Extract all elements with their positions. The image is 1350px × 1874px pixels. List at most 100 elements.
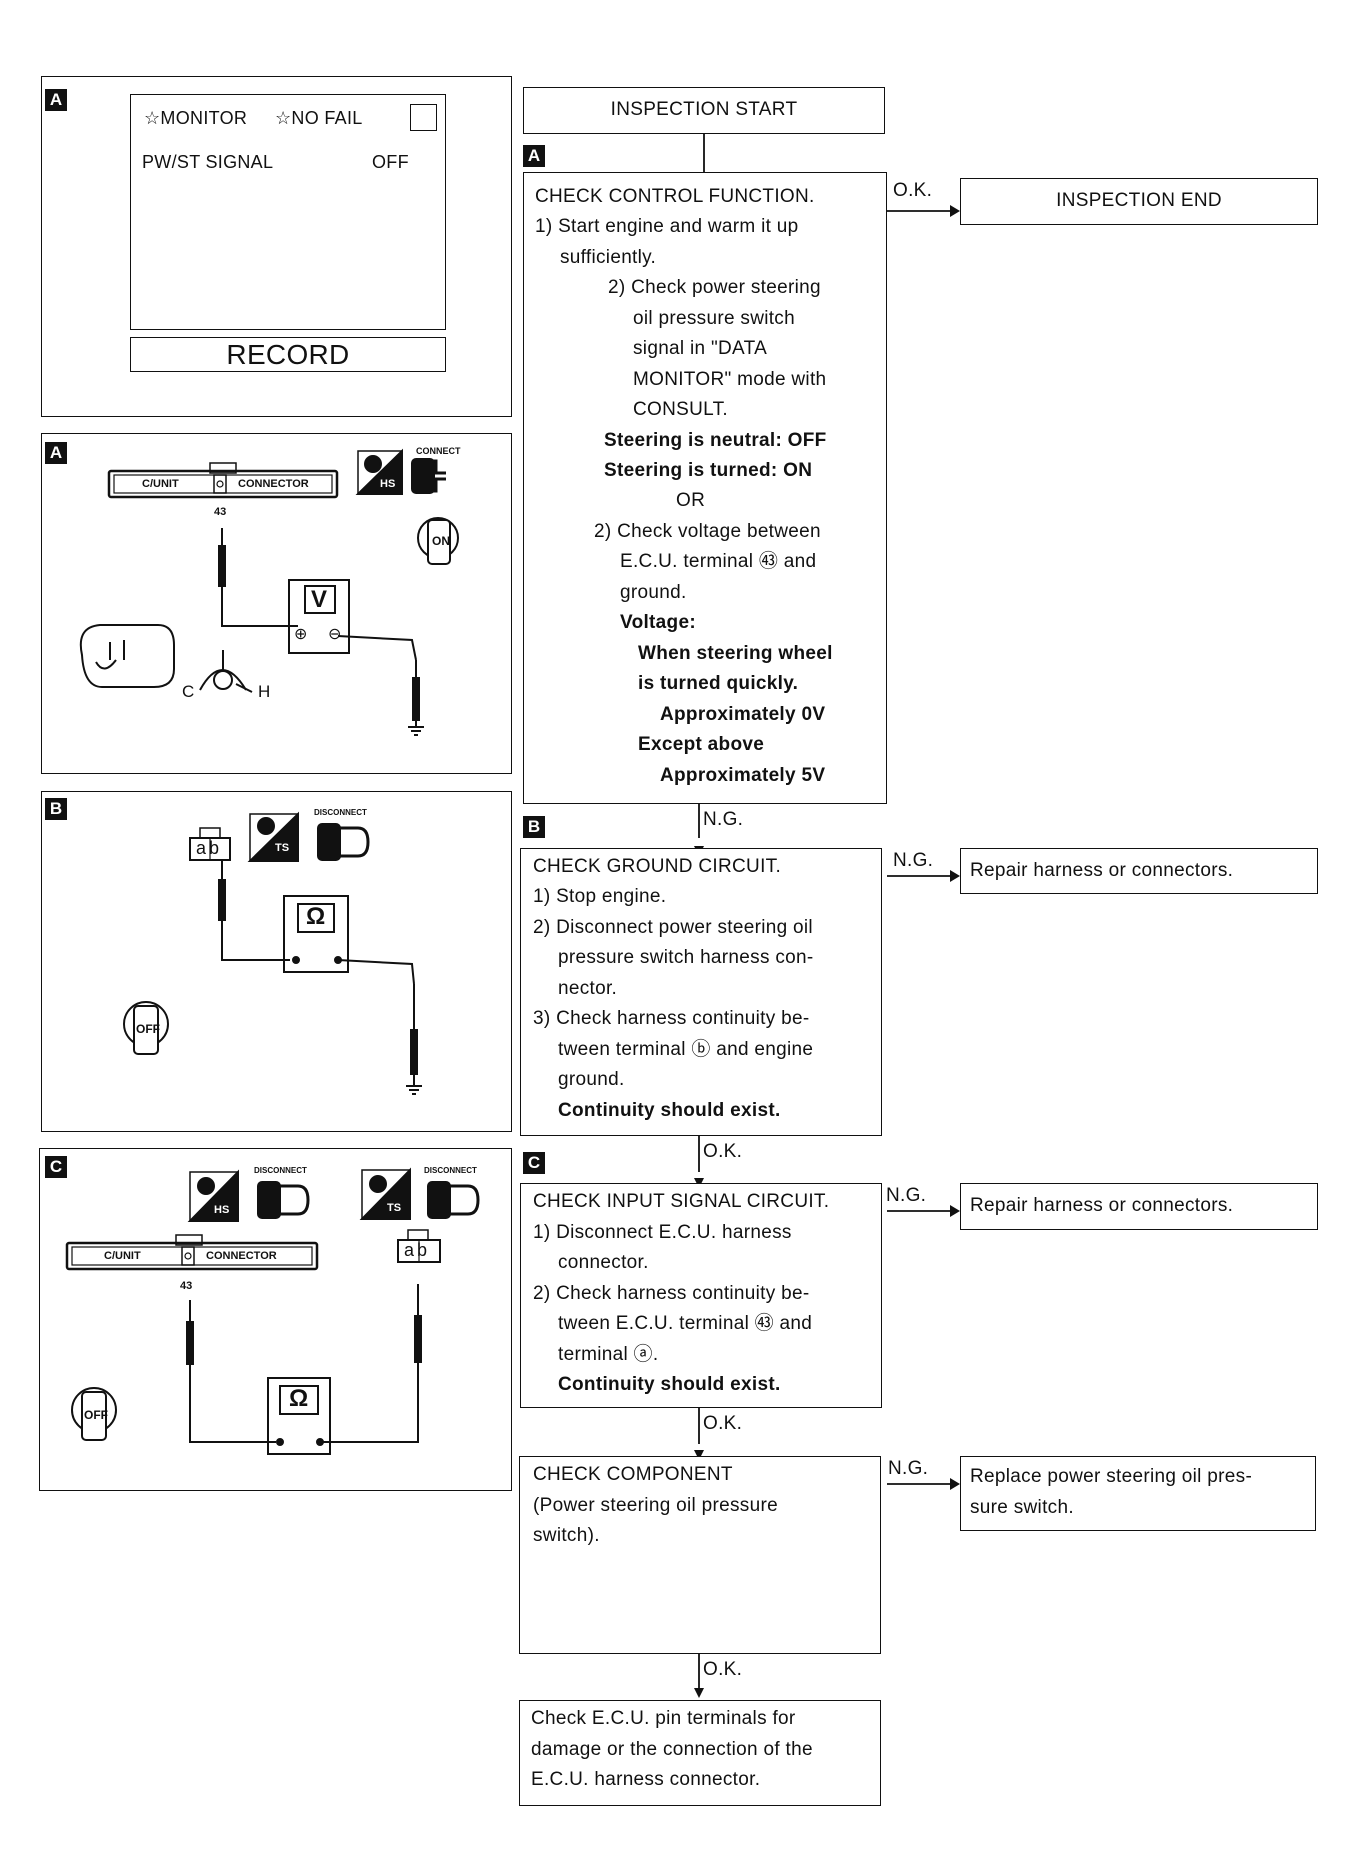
cunit-label-c: C/UNIT [104,1250,141,1262]
ci-line2: connector. [558,1252,649,1273]
meter-plus: ⊕ [294,626,308,643]
ab-label-c: ab [404,1240,431,1260]
inspection-end-box [960,178,1318,225]
check-input-box [520,1183,882,1408]
repair-label-2: Repair harness or connectors. [970,1195,1234,1216]
final-check-box [519,1700,881,1806]
check-component-box [519,1456,881,1654]
inspection-start-label: INSPECTION START [610,99,798,120]
cg-line6: tween terminal ⓑ and engine [558,1039,814,1060]
ab-label-b: ab [196,838,223,858]
cc-line6: MONITOR" mode with [633,369,827,390]
ohmmeter-b [283,895,349,973]
ci-title: CHECK INPUT SIGNAL CIRCUIT. [533,1191,830,1212]
hs-text-c: HS [214,1204,230,1216]
cc-or: OR [670,486,712,517]
ng-label-1: N.G. [703,809,744,830]
ohm-symbol-b: Ω [306,903,326,930]
cc-when: When steering wheel [638,643,833,664]
ok-label-4: O.K. [703,1659,743,1680]
cg-title: CHECK GROUND CIRCUIT. [533,856,782,877]
disconnect-text-c1: DISCONNECT [254,1166,307,1175]
ci-continuity: Continuity should exist. [558,1374,781,1395]
consult-screen [130,94,446,330]
ok-label-1: O.K. [893,180,933,201]
pwst-signal-value: OFF [372,152,409,172]
cc-line7: CONSULT. [633,399,728,420]
cc-0v: Approximately 0V [660,704,826,725]
nofail-label: ☆NO FAIL [275,108,363,128]
terminal-43-c: 43 [180,1280,193,1292]
cc-line11: 2) Check voltage between [594,521,821,542]
cc-quickly: is turned quickly. [638,673,799,694]
cc-title: CHECK CONTROL FUNCTION. [535,186,815,207]
ohmmeter-c [267,1377,331,1455]
connector-label-c: CONNECTOR [206,1250,277,1262]
cg-line3: pressure switch harness con- [558,947,814,968]
ng-label-3: N.G. [886,1185,927,1206]
probe-black-a [412,677,420,721]
ci-line5: terminal ⓐ. [558,1344,659,1365]
cc-line12: E.C.U. terminal ㊸ and [620,551,817,572]
voltmeter-a [288,579,350,654]
pwst-signal-label: PW/ST SIGNAL [142,152,274,172]
cc-except: Except above [638,734,765,755]
ccomp-line2: switch). [533,1525,600,1546]
cc-line2: sufficiently. [560,247,657,268]
ts-text-b: TS [275,842,290,854]
ok-label-3: O.K. [703,1413,743,1434]
repair-box-1 [960,848,1318,894]
probe-b2 [410,1029,418,1075]
cc-line3: 2) Check power steering [608,277,821,298]
final-line3: E.C.U. harness connector. [531,1769,761,1790]
cc-line5: signal in "DATA [633,338,768,359]
ng-label-4: N.G. [888,1458,929,1479]
ok-label-2: O.K. [703,1141,743,1162]
cunit-connector-c [65,1241,319,1271]
monitor-label: ☆MONITOR [144,108,248,128]
cc-line13: ground. [620,582,687,603]
terminal-43-a: 43 [214,506,227,518]
ccomp-line1: (Power steering oil pressure [533,1495,778,1516]
panel-b-tag: B [45,798,67,820]
record-label: RECORD [226,339,350,370]
inspection-start-box [523,87,885,134]
ci-line4: tween E.C.U. terminal ㊸ and [558,1313,813,1334]
panel-a2-tag: A [45,442,67,464]
probe-red-a [218,545,226,587]
cc-voltage: Voltage: [620,612,696,633]
cg-line4: nector. [558,978,618,999]
cg-line7: ground. [558,1069,625,1090]
flow-tag-a: A [523,145,545,167]
cc-5v: Approximately 5V [660,765,826,786]
inspection-end-label: INSPECTION END [1056,190,1222,211]
hs-text-a: HS [380,478,396,490]
disconnect-text-b: DISCONNECT [314,808,367,817]
voltmeter-symbol: V [311,586,328,613]
repair-label-1: Repair harness or connectors. [970,860,1234,881]
ohm-symbol-c: Ω [289,1385,309,1412]
meter-minus: ⊖ [328,626,342,643]
check-ground-box [520,848,882,1136]
ci-line1: 1) Disconnect E.C.U. harness [533,1222,792,1243]
final-line2: damage or the connection of the [531,1739,813,1760]
key-on-text: ON [432,534,450,548]
record-button [130,337,446,372]
replace-box [960,1456,1316,1531]
ng-label-2: N.G. [893,850,934,871]
screen-checkbox [410,104,437,131]
cg-line2: 2) Disconnect power steering oil [533,917,813,938]
cunit-label-a: C/UNIT [142,478,179,490]
replace-line2: sure switch. [970,1497,1074,1518]
final-line1: Check E.C.U. pin terminals for [531,1708,796,1729]
gauge-h: H [258,682,271,701]
ts-text-c: TS [387,1202,402,1214]
disconnect-text-c2: DISCONNECT [424,1166,477,1175]
cc-neutral: Steering is neutral: OFF [604,430,827,451]
repair-box-2 [960,1183,1318,1230]
probe-b1 [218,879,226,921]
flow-tag-b: B [523,816,545,838]
ccomp-title: CHECK COMPONENT [533,1464,733,1485]
probe-c2 [414,1315,422,1363]
probe-c1 [186,1321,194,1365]
